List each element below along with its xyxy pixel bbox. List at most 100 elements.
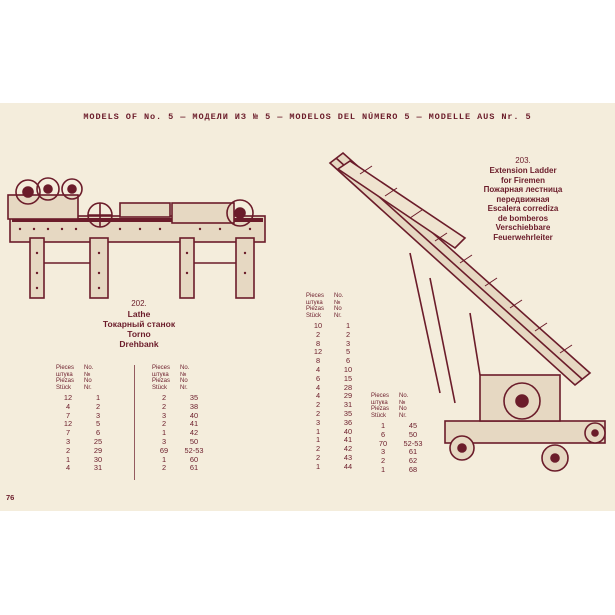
part-number: 50 bbox=[189, 436, 199, 446]
part-number: 29 bbox=[343, 391, 353, 401]
part-number: 61 bbox=[408, 447, 418, 457]
part-number: 2 bbox=[95, 401, 101, 411]
pieces-count: 2 bbox=[161, 393, 167, 402]
pulley-icon bbox=[61, 178, 83, 200]
manual-page: MODELS OF No. 5 — МОДЕЛИ ИЗ № 5 — MODELO… bbox=[0, 103, 615, 511]
table-row: 1 40 bbox=[306, 426, 366, 437]
part-number: 36 bbox=[343, 417, 353, 427]
pieces-count: 2 bbox=[161, 401, 167, 411]
pieces-count: 12 bbox=[313, 347, 323, 357]
pieces-count: 8 bbox=[315, 338, 321, 348]
pieces-count: 3 bbox=[65, 436, 71, 446]
part-number: 5 bbox=[95, 419, 101, 429]
lathe-tailstock bbox=[171, 202, 235, 224]
pieces-count: 2 bbox=[161, 419, 167, 429]
table-row: 69 52-53 bbox=[152, 445, 212, 456]
pieces-count: 7 bbox=[65, 410, 71, 420]
part-number: 52-53 bbox=[184, 445, 204, 455]
table-row: 2 38 bbox=[152, 401, 212, 412]
part-number: 1 bbox=[95, 393, 101, 402]
pieces-count: 1 bbox=[315, 435, 321, 445]
pieces-count: 4 bbox=[315, 382, 321, 392]
part-number: 61 bbox=[189, 463, 199, 473]
lathe-leg bbox=[89, 237, 109, 299]
part-number: 31 bbox=[93, 463, 103, 473]
pulley-icon bbox=[36, 177, 60, 201]
pieces-header: Pieces штука Piezas Stück bbox=[371, 393, 390, 419]
pieces-count: 12 bbox=[63, 393, 73, 402]
table-row: 3 25 bbox=[56, 436, 116, 447]
model-name-ru: Пожарная лестница bbox=[483, 185, 563, 194]
table-row: 12 1 bbox=[56, 393, 116, 403]
part-number: 38 bbox=[189, 401, 199, 411]
table-row: 2 41 bbox=[152, 420, 212, 429]
part-number: 10 bbox=[343, 364, 353, 374]
model-name-es: Torno bbox=[127, 329, 151, 339]
lathe-carriage bbox=[119, 202, 171, 218]
lathe-leg bbox=[235, 237, 255, 299]
part-number: 30 bbox=[93, 454, 103, 464]
part-number-header: No. № No Nr. bbox=[399, 393, 409, 419]
model-name-de: Feuerwehrleiter bbox=[493, 232, 553, 242]
pieces-count: 69 bbox=[159, 445, 169, 455]
model-name-es: Escalera corrediza bbox=[487, 204, 559, 213]
pieces-count: 1 bbox=[161, 454, 167, 464]
part-number: 42 bbox=[189, 428, 199, 438]
ladder-section bbox=[336, 160, 467, 250]
part-number: 40 bbox=[189, 410, 199, 420]
part-number: 2 bbox=[345, 329, 351, 339]
part-number: 3 bbox=[95, 410, 101, 420]
pieces-count: 70 bbox=[378, 438, 388, 448]
pieces-count: 2 bbox=[315, 452, 321, 462]
pieces-count: 2 bbox=[315, 329, 321, 339]
pieces-count: 8 bbox=[315, 356, 321, 366]
part-number: 29 bbox=[93, 445, 103, 455]
pieces-count: 4 bbox=[65, 401, 71, 411]
part-number: 41 bbox=[189, 419, 199, 429]
pulley-icon bbox=[15, 179, 41, 205]
pieces-count: 2 bbox=[315, 408, 321, 418]
part-number: 43 bbox=[343, 452, 353, 462]
model-name-en: Lathe bbox=[127, 309, 151, 319]
part-number: 40 bbox=[343, 426, 353, 436]
model-203-caption: 203. Extension Ladder for Firemen Пожарн… bbox=[458, 156, 588, 242]
part-number: 50 bbox=[408, 429, 418, 439]
part-number: 25 bbox=[93, 436, 103, 446]
ladder-drawing bbox=[328, 151, 606, 472]
pieces-count: 1 bbox=[315, 426, 321, 436]
part-number: 42 bbox=[343, 444, 353, 454]
model-202-caption: 202. Lathe Токарный станок Torno Drehban… bbox=[84, 299, 194, 349]
pieces-header: Pieces штука Piezas Stück bbox=[152, 365, 171, 391]
model-name-ru: Токарный станок bbox=[102, 319, 176, 329]
part-number: 28 bbox=[343, 382, 353, 392]
table-divider bbox=[134, 365, 135, 480]
